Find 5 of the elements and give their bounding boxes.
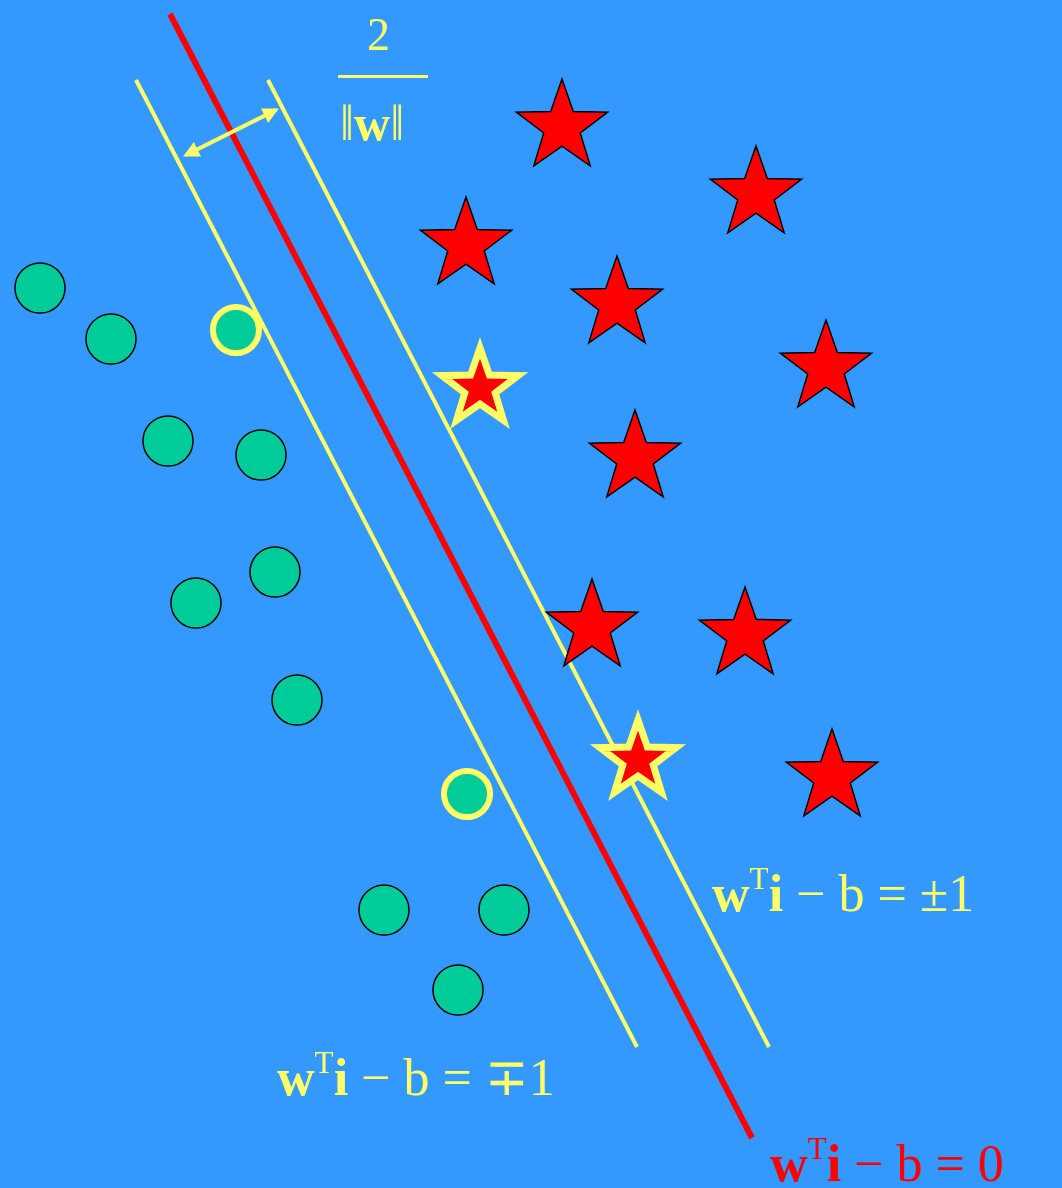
fraction-denominator: ‖w‖ [340, 98, 405, 148]
equation-label: w$^{T}$i − b = 0 [770, 1138, 1004, 1188]
equation-label: w$^{T}$i − b = ±1 [712, 868, 975, 920]
equation-label: w$^{T}$i − b = ∓1 [277, 1052, 555, 1104]
fraction-numerator: 2 [367, 12, 390, 58]
